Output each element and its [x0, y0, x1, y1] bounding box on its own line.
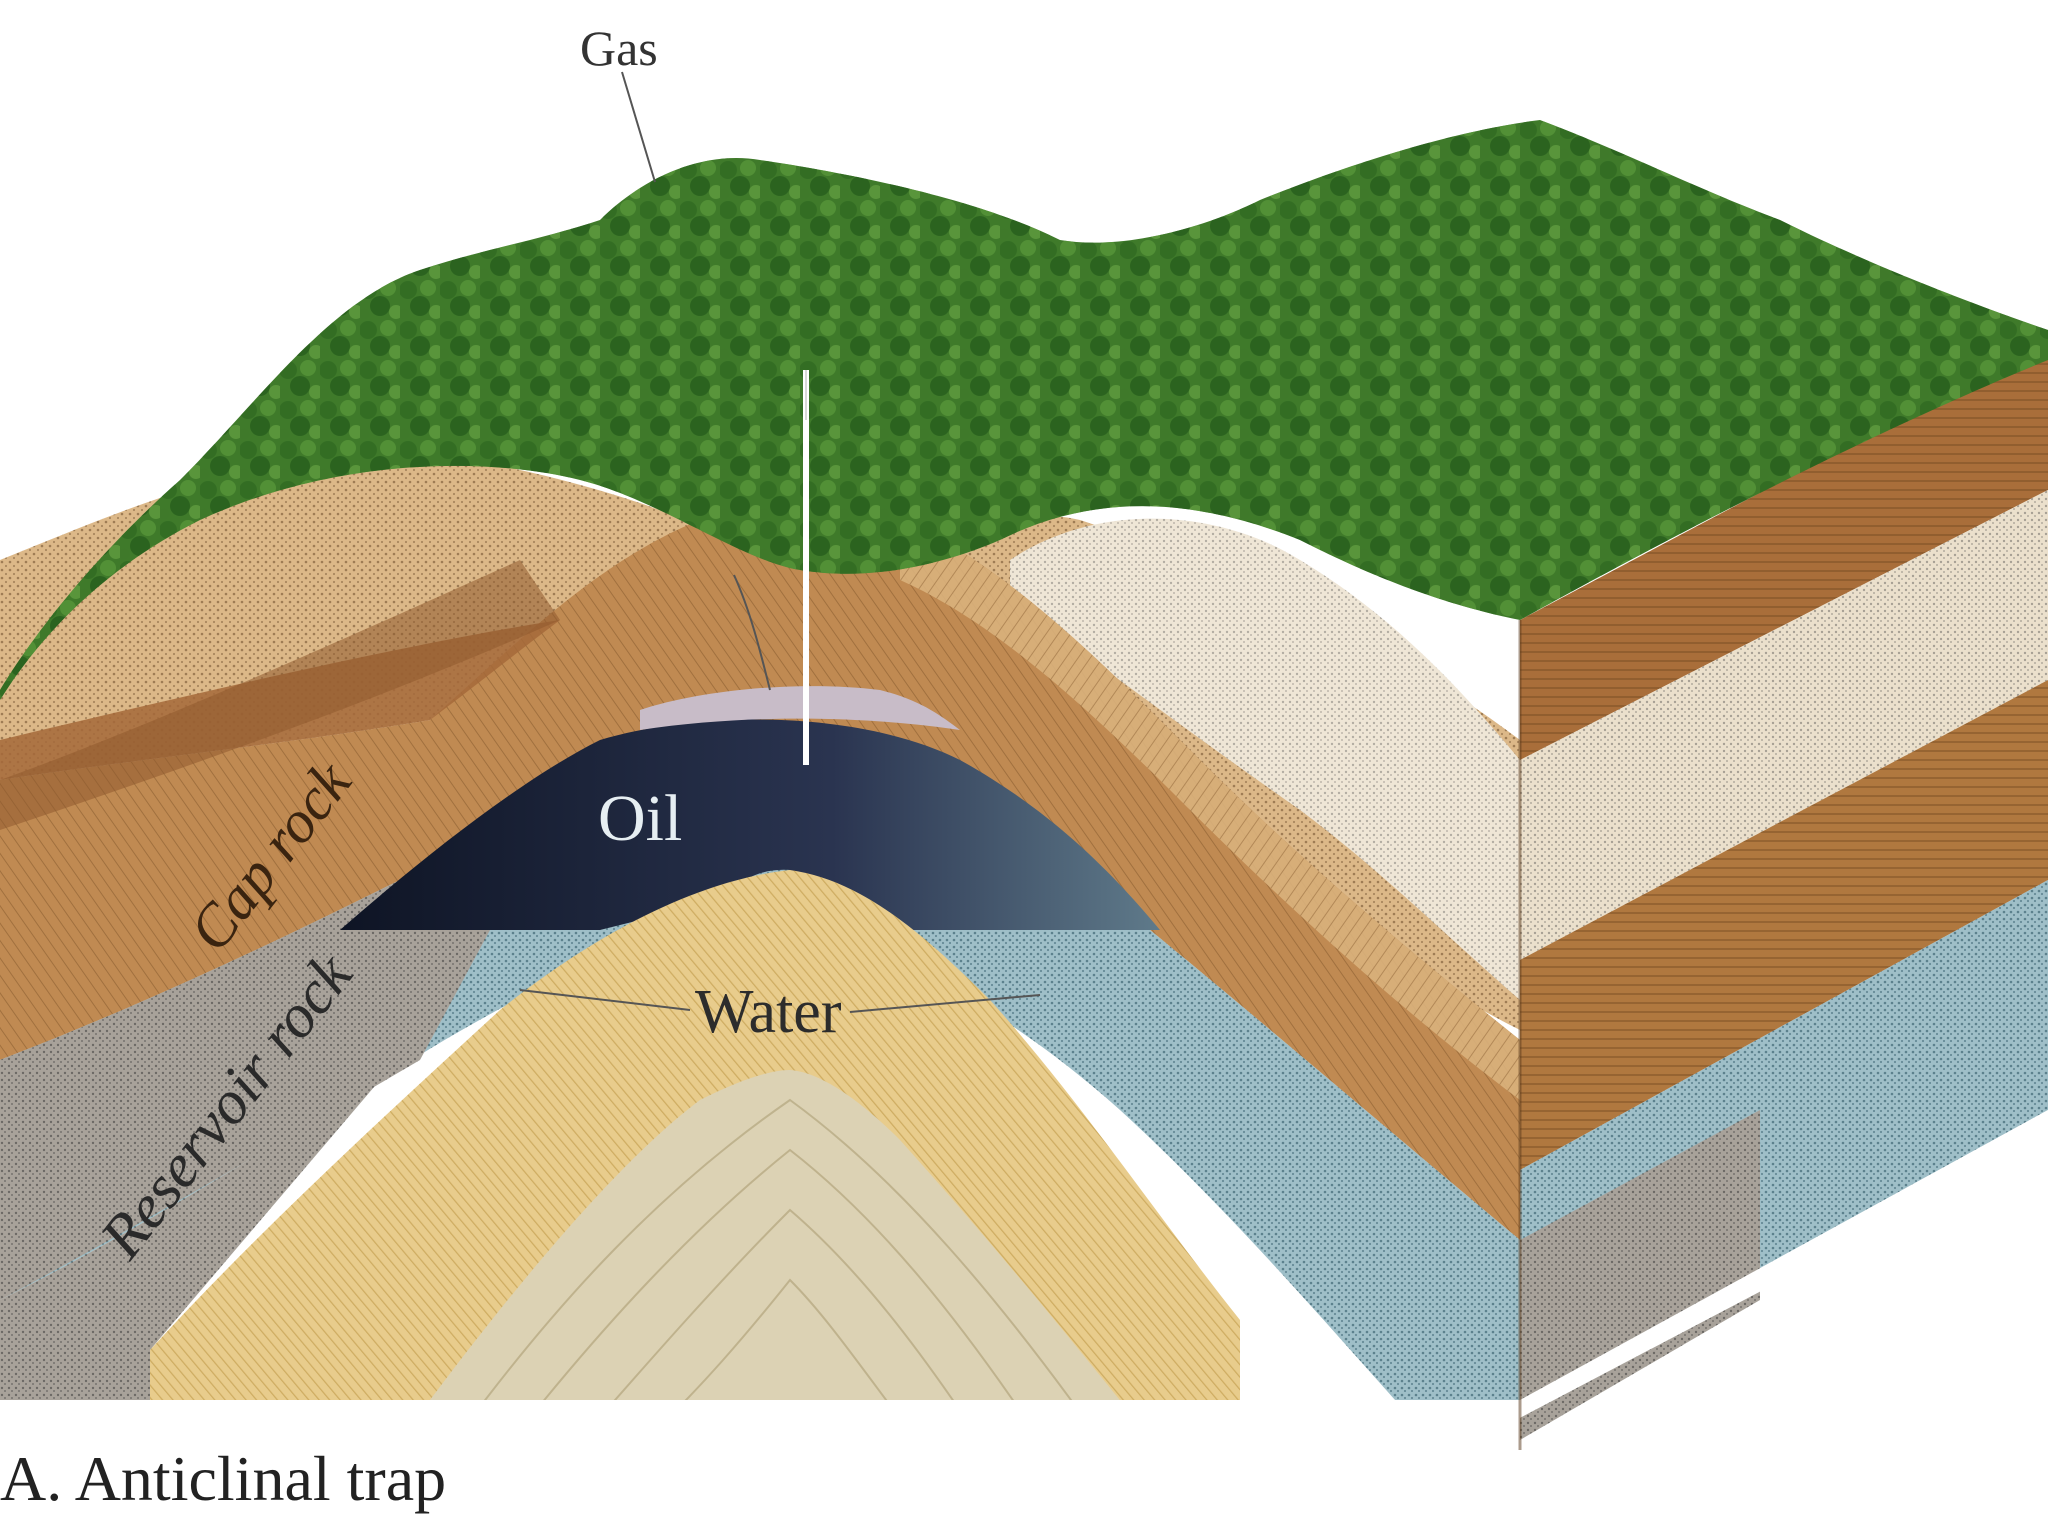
gas-cap — [640, 686, 960, 730]
gas-leader-line — [621, 71, 656, 183]
oil-pool — [340, 719, 1160, 930]
gas-label: Gas — [580, 20, 658, 76]
gas-leader-line-lower — [733, 574, 771, 691]
water-label: Water — [695, 978, 842, 1046]
figure-caption: A. Anticlinal trap — [0, 1443, 446, 1514]
core-contour-lines — [469, 1098, 1101, 1446]
water-leader-right — [849, 994, 1041, 1013]
leader-lines — [519, 71, 1041, 1013]
core-layer — [430, 1070, 1160, 1450]
oil-label: Oil — [598, 782, 682, 855]
water-leader-left — [519, 989, 691, 1011]
